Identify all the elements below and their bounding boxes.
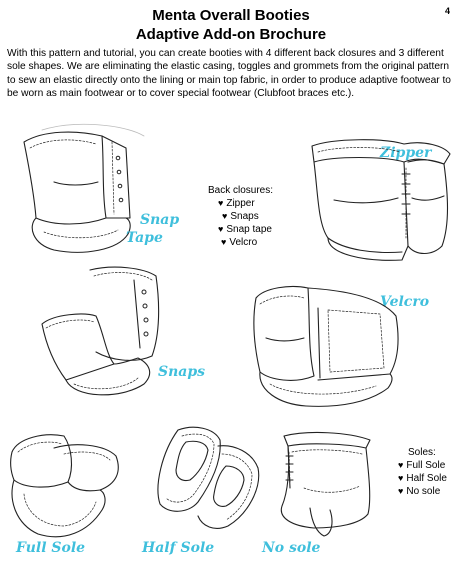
label-snap-tape-line2: Tape	[126, 230, 163, 246]
soles-heading: Soles:	[408, 447, 436, 458]
label-zipper: Zipper	[380, 145, 432, 161]
heart-bullet-icon: ♥	[221, 237, 227, 247]
label-snaps: Snaps	[158, 364, 206, 380]
list-item: ♥Full Sole	[398, 459, 447, 472]
label-velcro: Velcro	[380, 294, 430, 310]
label-snap-tape-line1: Snap	[140, 212, 180, 228]
page-subtitle: Adaptive Add-on Brochure	[135, 26, 327, 43]
list-item: ♥Velcro	[218, 236, 273, 249]
sole-label: Half Sole	[406, 473, 447, 484]
snaps-bootie-illustration	[41, 266, 160, 396]
heart-bullet-icon: ♥	[398, 460, 404, 470]
velcro-bootie-illustration	[253, 285, 399, 407]
snap-tape-bootie-illustration	[23, 123, 145, 253]
sole-label: Full Sole	[406, 460, 446, 471]
closure-label: Velcro	[229, 237, 258, 248]
page-number: 4	[444, 6, 450, 16]
heart-bullet-icon: ♥	[398, 473, 404, 483]
label-half-sole: Half Sole	[142, 540, 215, 556]
intro-paragraph: With this pattern and tutorial, you can …	[7, 48, 451, 100]
heart-bullet-icon: ♥	[398, 486, 404, 496]
heart-bullet-icon: ♥	[218, 224, 224, 234]
closure-label: Snap tape	[226, 224, 272, 235]
list-item: ♥Snap tape	[218, 223, 273, 236]
label-full-sole: Full Sole	[16, 540, 86, 556]
list-item: ♥Snaps	[218, 210, 273, 223]
closure-label: Snaps	[230, 211, 259, 222]
half-sole-bootie-illustration	[157, 426, 260, 529]
closure-label: Zipper	[226, 198, 255, 209]
list-item: ♥No sole	[398, 485, 447, 498]
heart-bullet-icon: ♥	[222, 211, 228, 221]
full-sole-bootie-illustration	[10, 434, 119, 538]
zipper-bootie-illustration	[311, 139, 451, 261]
back-closures-list: Back closures: ♥Zipper ♥Snaps ♥Snap tape…	[208, 184, 273, 249]
page-title: Menta Overall Booties	[152, 7, 310, 24]
label-no-sole: No sole	[262, 540, 321, 556]
no-sole-bootie-illustration	[280, 431, 371, 537]
back-closures-heading: Back closures:	[208, 185, 274, 196]
sole-label: No sole	[406, 486, 441, 497]
list-item: ♥Half Sole	[398, 472, 447, 485]
soles-list: Soles: ♥Full Sole ♥Half Sole ♥No sole	[398, 446, 447, 498]
list-item: ♥Zipper	[218, 197, 273, 210]
heart-bullet-icon: ♥	[218, 198, 224, 208]
